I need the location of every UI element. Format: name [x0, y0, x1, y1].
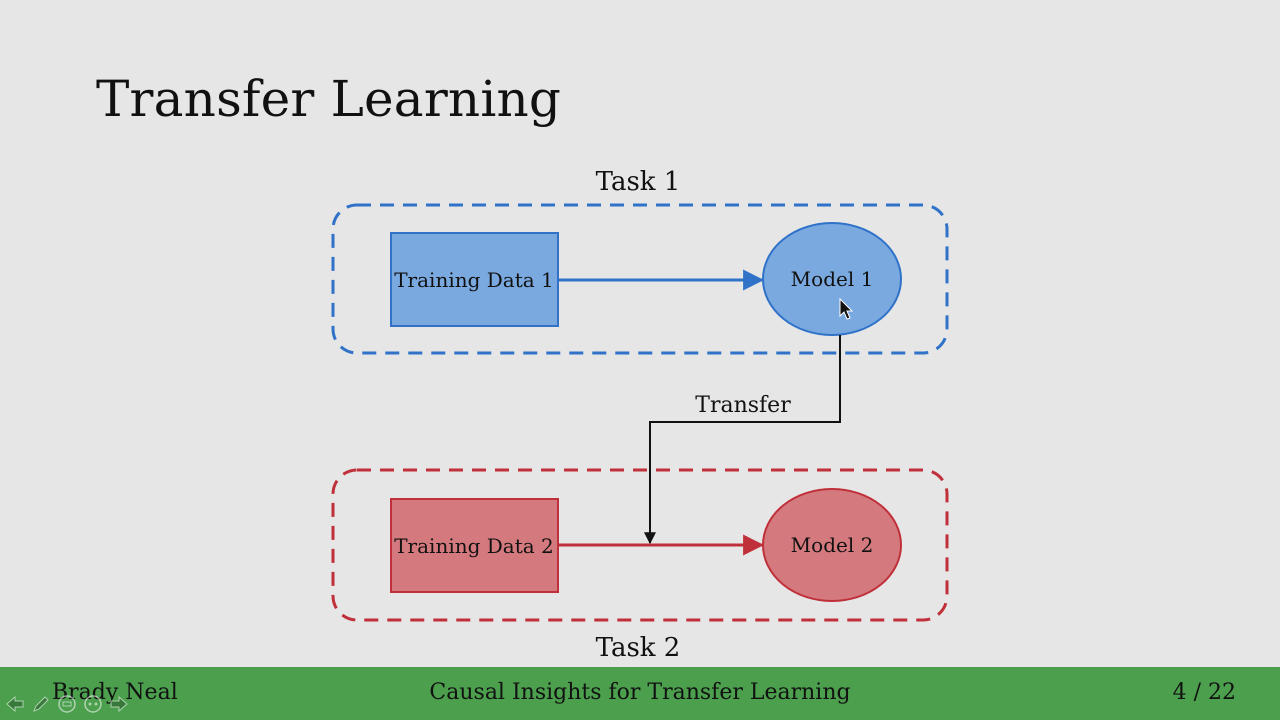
task1-boundary: [331, 203, 949, 355]
training-data-2-label: Training Data 2: [394, 534, 554, 558]
zoom-in-icon[interactable]: [82, 693, 104, 715]
training-data-1-label: Training Data 1: [394, 268, 554, 292]
transfer-learning-diagram: Task 1 Training Data 1 Model 1 Transfer …: [331, 167, 949, 663]
arrow-right-icon[interactable]: [108, 693, 130, 715]
task2-label: Task 2: [596, 633, 681, 663]
task1-label: Task 1: [596, 167, 681, 197]
pen-icon[interactable]: [30, 693, 52, 715]
slide-footer: Brady Neal Causal Insights for Transfer …: [0, 667, 1280, 720]
transfer-arrow: [644, 335, 841, 545]
model-1-node: [762, 222, 902, 336]
model-2-node: [762, 488, 902, 602]
arrow-left-icon[interactable]: [4, 693, 26, 715]
slide-title: Transfer Learning: [96, 70, 562, 128]
footer-page-number: 4 / 22: [1172, 680, 1236, 705]
zoom-out-icon[interactable]: [56, 693, 78, 715]
model-2-label: Model 2: [791, 533, 874, 557]
mouse-cursor-icon: [839, 297, 854, 320]
model-1-label: Model 1: [791, 267, 874, 291]
beamer-nav-controls: [4, 691, 130, 717]
task2-boundary: [331, 468, 949, 622]
training-data-1-box: [390, 232, 559, 327]
training-data-2-box: [390, 498, 559, 593]
transfer-label: Transfer: [695, 393, 791, 418]
footer-talk-title: Causal Insights for Transfer Learning: [429, 680, 851, 705]
